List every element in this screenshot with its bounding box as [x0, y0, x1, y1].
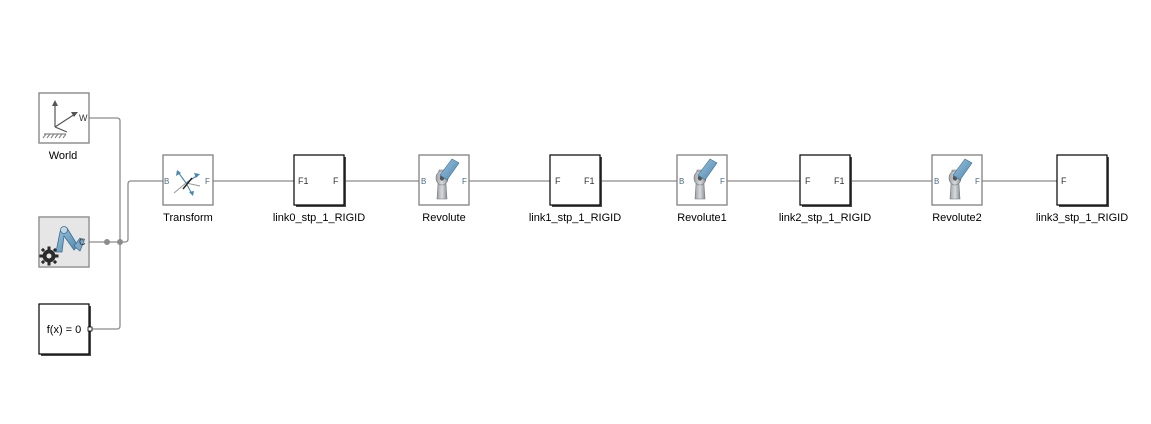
revolute1-port-f: F — [720, 177, 725, 186]
revolute-port-b: B — [421, 177, 426, 186]
link1-port-f: F — [555, 176, 561, 186]
connection-lines — [89, 117, 1057, 330]
world-frame-block[interactable]: W World — [38, 92, 90, 162]
link3-subsystem-block[interactable]: F link3_stp_1_RIGID — [1036, 154, 1128, 224]
link0-port-f1: F1 — [298, 176, 309, 186]
gear-icon — [39, 246, 59, 266]
link3-label: link3_stp_1_RIGID — [1036, 212, 1128, 224]
link2-port-f1: F1 — [834, 176, 845, 186]
mechanism-configuration-block[interactable]: C — [38, 216, 90, 268]
config-port-c: C — [79, 237, 86, 247]
solver-port[interactable] — [87, 326, 93, 332]
revolute1-joint-block[interactable]: B F Revolute1 — [676, 154, 728, 224]
junction-dot — [104, 239, 110, 245]
world-port-w: W — [79, 113, 88, 123]
transform-port-f: F — [205, 177, 210, 186]
wire-solver-to-junction[interactable] — [92, 242, 121, 330]
revolute-joint-icon — [693, 158, 718, 200]
link1-subsystem-block[interactable]: F F1 link1_stp_1_RIGID — [529, 154, 621, 224]
wire-junction-to-transform[interactable] — [120, 180, 163, 243]
transform-port-b: B — [164, 177, 169, 186]
link0-label: link0_stp_1_RIGID — [273, 212, 365, 224]
revolute1-port-b: B — [679, 177, 684, 186]
revolute2-label: Revolute2 — [932, 212, 982, 224]
revolute1-label: Revolute1 — [677, 212, 727, 224]
solver-expression: f(x) = 0 — [47, 324, 82, 336]
junction-dot — [117, 239, 123, 245]
link2-subsystem-block[interactable]: F F1 link2_stp_1_RIGID — [779, 154, 871, 224]
world-label: World — [49, 150, 78, 162]
revolute2-port-b: B — [934, 177, 939, 186]
revolute2-joint-block[interactable]: B F Revolute2 — [931, 154, 983, 224]
link2-label: link2_stp_1_RIGID — [779, 212, 871, 224]
revolute-joint-icon — [435, 158, 460, 200]
revolute-joint-icon — [948, 158, 973, 200]
wire-world-to-junction[interactable] — [89, 117, 121, 242]
transform-label: Transform — [163, 212, 213, 224]
link2-port-f: F — [805, 176, 811, 186]
link0-subsystem-block[interactable]: F1 F link0_stp_1_RIGID — [273, 154, 365, 224]
robot-arm-icon — [55, 226, 85, 253]
world-frame-icon — [42, 100, 78, 139]
revolute-joint-block[interactable]: B F Revolute — [418, 154, 470, 224]
revolute2-port-f: F — [975, 177, 980, 186]
solver-configuration-block[interactable]: f(x) = 0 — [38, 303, 93, 356]
rigid-transform-block[interactable]: B F Transform — [162, 154, 214, 224]
link1-label: link1_stp_1_RIGID — [529, 212, 621, 224]
link1-port-f1: F1 — [584, 176, 595, 186]
transform-axes-icon — [173, 170, 201, 196]
link0-port-f: F — [333, 176, 339, 186]
revolute-label: Revolute — [422, 212, 465, 224]
revolute-port-f: F — [462, 177, 467, 186]
link3-port-f: F — [1061, 176, 1067, 186]
